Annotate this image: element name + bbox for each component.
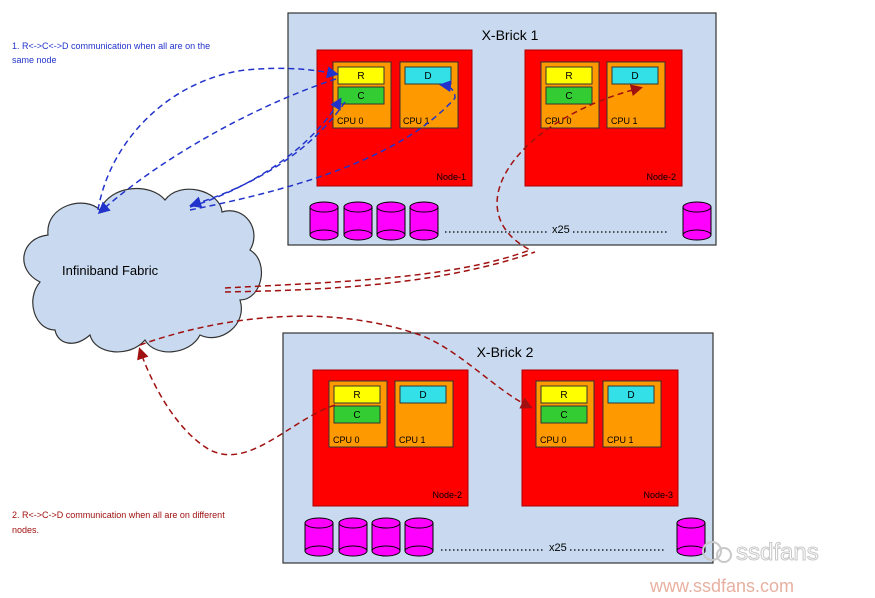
disk-icon (404, 517, 434, 557)
module-c-label: C (353, 410, 360, 421)
note-same-node-line-1: 1. R<->C<->D communication when all are … (12, 41, 210, 51)
module-c (545, 86, 593, 105)
module-c-label: C (357, 91, 364, 102)
module-d-label: D (419, 390, 426, 401)
cpu-label: CPU 1 (399, 435, 426, 445)
x-brick-1: X-Brick 1 Node-1 R C CPU 0 D CPU 1 Node-… (287, 12, 717, 246)
node-label: Node-2 (646, 172, 676, 182)
note-different-nodes-line-1: 2. R<->C->D communication when all are o… (12, 510, 225, 520)
node-3: Node-3 R C CPU 0 D CPU 1 (521, 369, 679, 507)
x-brick-1-title: X-Brick 1 (482, 27, 539, 43)
same-node-paths (97, 66, 456, 214)
cpu-label: CPU 1 (607, 435, 634, 445)
disk-count-label: x25 (552, 224, 570, 236)
wechat-logo-icon (702, 541, 722, 561)
disk-icon (338, 517, 368, 557)
disk-shelf: x25 (309, 201, 712, 241)
x-brick-2-title: X-Brick 2 (477, 344, 534, 360)
module-c (540, 405, 588, 424)
module-r-label: R (560, 390, 567, 401)
cpu-label: CPU 0 (337, 116, 364, 126)
module-r (540, 385, 588, 404)
module-r-label: R (357, 71, 364, 82)
watermark-url: www.ssdfans.com (649, 576, 794, 596)
node-label: Node-2 (432, 490, 462, 500)
node-1: Node-1 R C CPU 0 D CPU 1 (316, 49, 473, 187)
disk-icon (409, 201, 439, 241)
watermark: ssdfans www.ssdfans.com (649, 539, 819, 597)
cpu-label: CPU 0 (540, 435, 567, 445)
cpu-label: CPU 1 (403, 116, 430, 126)
module-r-label: R (565, 71, 572, 82)
module-c (333, 405, 381, 424)
disk-icon (371, 517, 401, 557)
module-r (333, 385, 381, 404)
node-label: Node-1 (436, 172, 466, 182)
disk-icon (376, 201, 406, 241)
note-different-nodes-line-2: nodes. (12, 525, 39, 535)
module-r-label: R (353, 390, 360, 401)
x-brick-2: X-Brick 2 Node-2 R C CPU 0 D CPU 1 Node-… (282, 332, 714, 564)
module-d (399, 385, 447, 404)
module-d-label: D (424, 71, 431, 82)
disk-icon (304, 517, 334, 557)
different-node-paths (137, 84, 643, 456)
module-d (404, 66, 452, 85)
module-d-label: D (631, 71, 638, 82)
cpu-label: CPU 0 (545, 116, 572, 126)
disk-icon (309, 201, 339, 241)
disk-count-label: x25 (549, 542, 567, 554)
node-label: Node-3 (643, 490, 673, 500)
disk-shelf: x25 (304, 517, 706, 557)
watermark-logo: ssdfans (736, 539, 819, 566)
node-2: Node-2 R C CPU 0 D CPU 1 (524, 49, 683, 187)
module-d-label: D (627, 390, 634, 401)
module-r (545, 66, 593, 85)
module-d (611, 66, 659, 85)
infiniband-cloud: Infiniband Fabric (23, 187, 263, 353)
disk-icon (343, 201, 373, 241)
cpu-label: CPU 0 (333, 435, 360, 445)
module-c-label: C (560, 410, 567, 421)
note-different-nodes: 2. R<->C->D communication when all are o… (12, 510, 227, 535)
note-same-node-line-2: same node (12, 55, 57, 65)
cpu-label: CPU 1 (611, 116, 638, 126)
note-same-node: 1. R<->C<->D communication when all are … (12, 41, 213, 65)
module-c (337, 86, 385, 105)
module-d (607, 385, 655, 404)
disk-icon (676, 517, 706, 557)
node-2: Node-2 R C CPU 0 D CPU 1 (312, 369, 469, 507)
disk-icon (682, 201, 712, 241)
infiniband-fabric-label: Infiniband Fabric (62, 263, 159, 278)
module-c-label: C (565, 91, 572, 102)
